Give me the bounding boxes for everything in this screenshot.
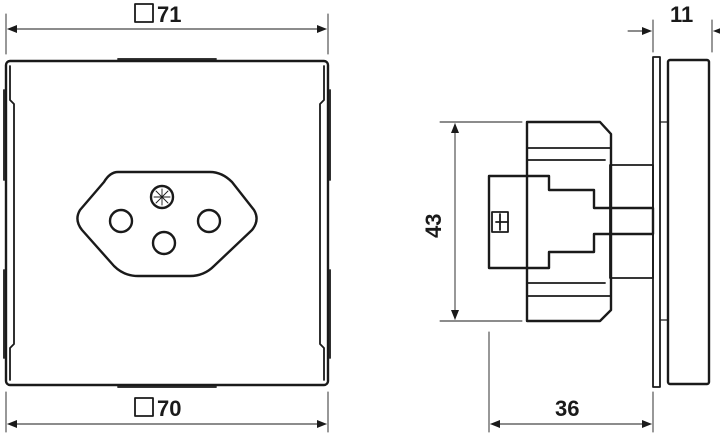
side-view (487, 56, 711, 388)
square-symbol-icon (134, 397, 154, 417)
left-pin-hole (108, 208, 134, 234)
right-pin-hole (196, 208, 222, 234)
dim-label-top-width: 71 (134, 2, 181, 27)
terminal-screw (491, 211, 509, 233)
dim-height-insert-text: 43 (421, 214, 446, 238)
square-symbol-icon (134, 3, 154, 23)
insert-details (526, 147, 612, 297)
dim-bottom-width-text: 70 (157, 396, 181, 421)
mounting-bridge (609, 164, 654, 279)
frame-edge-details (3, 58, 331, 388)
cover-plate-outline (4, 59, 330, 387)
earth-pin-hole (149, 184, 175, 210)
socket-outline (76, 170, 258, 278)
cover-plate-side (666, 58, 711, 386)
dim-depth-total-text: 36 (555, 396, 579, 421)
dim-top-width-text: 71 (157, 2, 181, 27)
insert-body (525, 120, 613, 323)
dim-depth-frame-text: 11 (670, 2, 693, 27)
dimension-lines (5, 13, 720, 433)
front-view (3, 58, 331, 388)
terminal-block (487, 174, 655, 270)
dim-label-bottom-width: 70 (134, 396, 181, 421)
bottom-pin-hole (151, 230, 177, 256)
